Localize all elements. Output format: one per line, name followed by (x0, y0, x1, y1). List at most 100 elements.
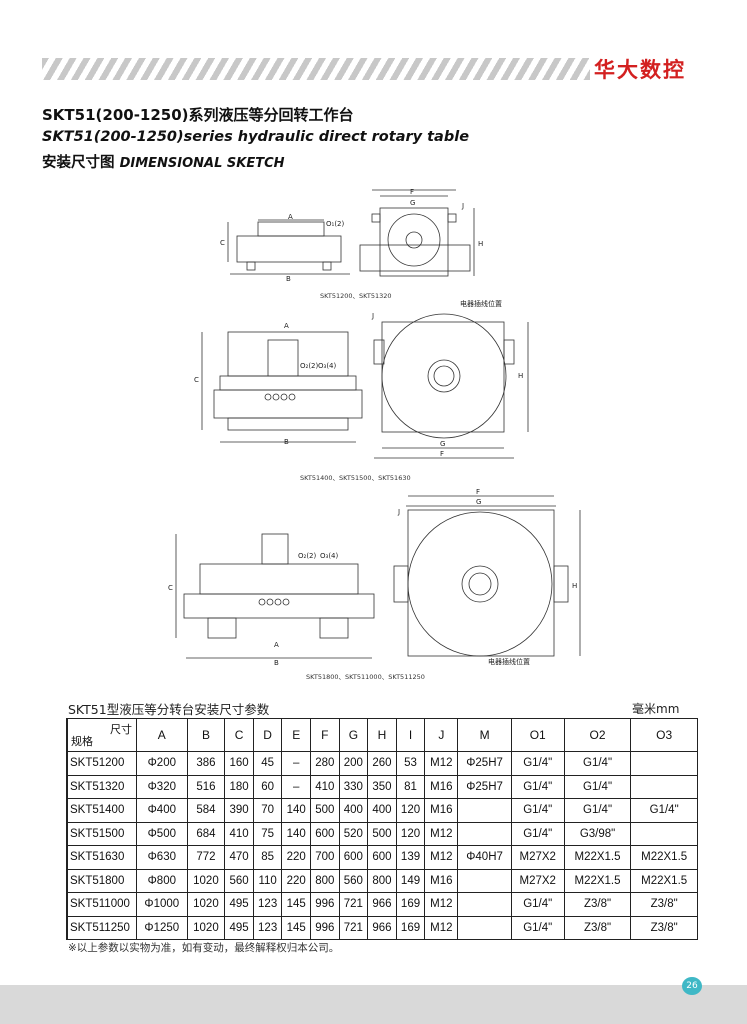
drawing-1-caption: SKT51200、SKT51320 (320, 292, 392, 300)
col-header: H (367, 718, 397, 752)
table-cell: Φ25H7 (457, 751, 512, 776)
table-cell: G1/4" (510, 798, 565, 823)
col-header: I (395, 718, 426, 752)
table-cell: 85 (252, 845, 283, 870)
table-cell: Φ320 (136, 774, 188, 799)
drawing-2-side-view (201, 331, 363, 443)
model-cell: SKT511250 (66, 915, 137, 940)
drawing-3-top-view (393, 495, 581, 657)
corner-dim-label: 尺寸 (110, 724, 132, 736)
table-cell: 81 (395, 774, 426, 799)
table-cell: 516 (186, 774, 226, 799)
table-corner-cell: 尺寸规格 (66, 718, 137, 752)
label-b-1: B (286, 275, 291, 283)
table-cell: Z3/8" (563, 915, 632, 940)
table-cell: M12 (424, 892, 459, 917)
table-cell: Φ400 (136, 798, 188, 823)
table-cell: M16 (424, 774, 459, 799)
drawing-3-caption: SKT51800、SKT511000、SKT511250 (306, 673, 425, 681)
label-a-3: A (274, 641, 279, 649)
table-cell: 584 (186, 798, 226, 823)
table-cell: M12 (424, 751, 459, 776)
model-cell: SKT51320 (66, 774, 137, 799)
header-hatch-band (42, 58, 590, 80)
model-cell: SKT51400 (66, 798, 137, 823)
table-cell: Φ200 (136, 751, 188, 776)
label-b-3: B (274, 659, 279, 667)
label-c-1: C (220, 239, 225, 247)
table-cell: Φ40H7 (457, 845, 512, 870)
sketch-heading: 安装尺寸图 DIMENSIONAL SKETCH (42, 151, 285, 172)
table-cell: 721 (338, 915, 369, 940)
label-plug-3: 电器插线位置 (488, 657, 530, 666)
table-title: SKT51型液压等分转台安装尺寸参数 (68, 702, 270, 717)
table-cell: 149 (395, 868, 426, 893)
table-cell: 145 (281, 892, 311, 917)
table-cell: M27X2 (510, 845, 565, 870)
table-cell: 70 (252, 798, 283, 823)
table-cell: 684 (186, 821, 226, 846)
table-cell: 400 (338, 798, 369, 823)
col-header: O2 (563, 718, 632, 752)
table-cell (630, 821, 698, 846)
col-header: O3 (630, 718, 698, 752)
table-cell: M22X1.5 (563, 845, 632, 870)
table-cell: 560 (338, 868, 369, 893)
label-g-2: G (440, 440, 445, 448)
table-cell (457, 868, 512, 893)
label-plug-2: 电器插线位置 (460, 299, 502, 308)
table-header-row: 尺寸规格 A B C D E F G H I J M O1 O2 O3 (66, 718, 698, 752)
table-unit: 毫米mm (632, 702, 680, 716)
model-cell: SKT511000 (66, 892, 137, 917)
table-cell: M22X1.5 (563, 868, 632, 893)
table-cell: 330 (338, 774, 369, 799)
table-cell: 800 (367, 868, 397, 893)
label-h-3: H (572, 582, 577, 590)
table-cell: G1/4" (510, 774, 565, 799)
col-header: G (338, 718, 369, 752)
table-cell: 140 (281, 821, 311, 846)
table-cell: 996 (310, 892, 340, 917)
brand-logo: 华大数控 (594, 58, 686, 82)
col-header: A (136, 718, 188, 752)
table-cell: 410 (224, 821, 254, 846)
table-cell: 966 (367, 915, 397, 940)
table-cell: 350 (367, 774, 397, 799)
table-cell: 520 (338, 821, 369, 846)
footnote: ※以上参数以实物为准，如有变动，最终解释权归本公司。 (68, 942, 340, 954)
table-cell: G3/98" (563, 821, 632, 846)
table-cell: Φ25H7 (457, 774, 512, 799)
table-cell: 721 (338, 892, 369, 917)
drawing-1-side-view (227, 219, 350, 275)
label-f-1: F (410, 188, 414, 196)
dimension-table: 尺寸规格 A B C D E F G H I J M O1 O2 O3 SKT5… (66, 718, 698, 940)
table-cell: 169 (395, 892, 426, 917)
page-number-badge: 26 (682, 977, 702, 995)
label-f-3: F (476, 488, 480, 496)
table-cell: 1020 (186, 915, 226, 940)
table-cell: 600 (310, 821, 340, 846)
table-cell: 280 (310, 751, 340, 776)
label-f-2: F (440, 450, 444, 458)
model-cell: SKT51200 (66, 751, 137, 776)
sketch-heading-cn: 安装尺寸图 (42, 155, 120, 171)
col-header: B (186, 718, 226, 752)
table-cell: Φ500 (136, 821, 188, 846)
table-cell: M16 (424, 798, 459, 823)
table-cell: 800 (310, 868, 340, 893)
label-b-2: B (284, 438, 289, 446)
table-cell: 123 (252, 892, 283, 917)
col-header: O1 (510, 718, 565, 752)
table-cell: 500 (367, 821, 397, 846)
table-cell (457, 821, 512, 846)
table-cell: Φ1000 (136, 892, 188, 917)
table-cell: 160 (224, 751, 254, 776)
title-cn: SKT51(200-1250)系列液压等分回转工作台 (42, 106, 354, 124)
model-cell: SKT51800 (66, 868, 137, 893)
table-cell: M12 (424, 821, 459, 846)
table-cell: 386 (186, 751, 226, 776)
